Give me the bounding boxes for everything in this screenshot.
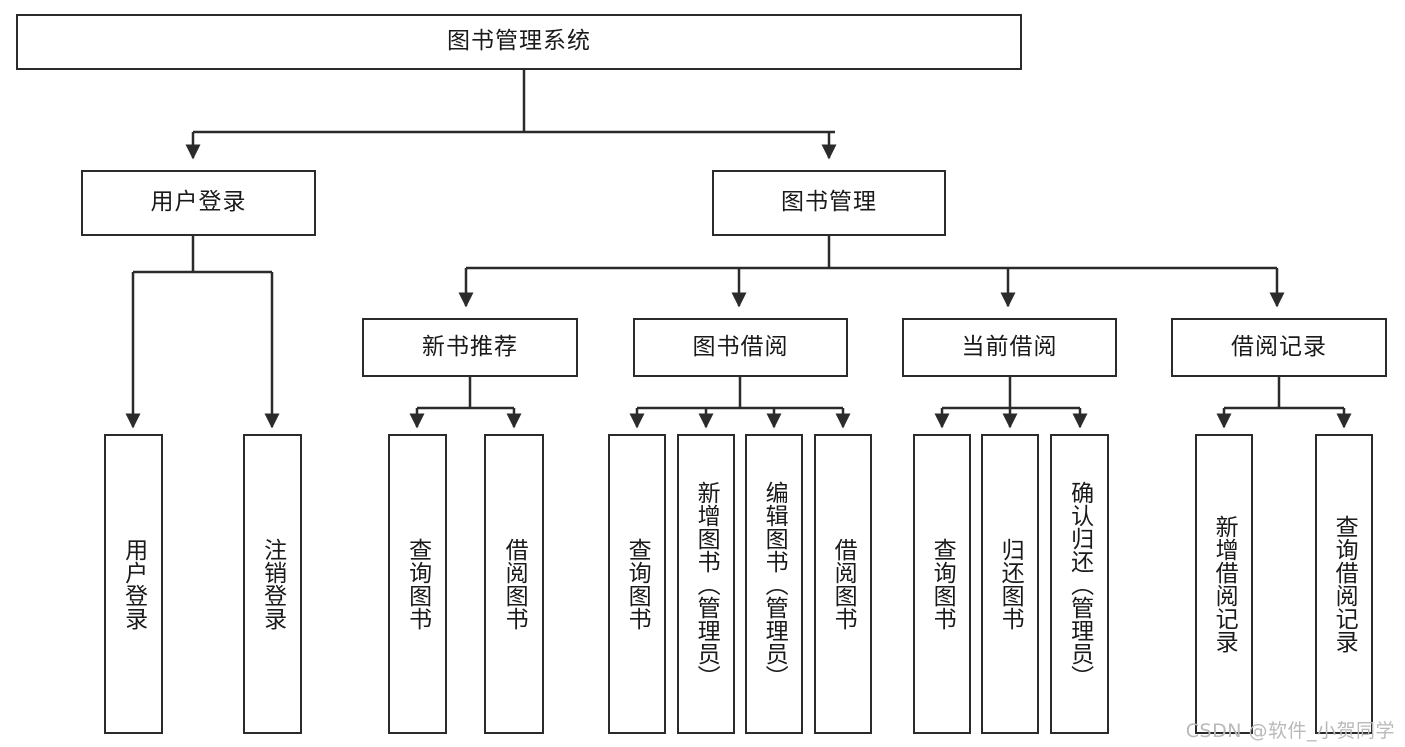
node-label: 查询图书 <box>929 538 956 630</box>
node-label: 新书推荐 <box>422 333 518 360</box>
leaf-add-borrow-record[interactable]: 新增借阅记录 <box>1195 434 1253 734</box>
node-current-borrow[interactable]: 当前借阅 <box>902 318 1117 377</box>
leaf-confirm-return-admin[interactable]: 确认归还（管理员） <box>1050 434 1109 734</box>
node-label: 注销登录 <box>259 538 286 630</box>
leaf-query-book-borrow[interactable]: 查询图书 <box>608 434 666 734</box>
node-label: 新增图书（管理员） <box>693 480 720 688</box>
leaf-borrow-book-recommend[interactable]: 借阅图书 <box>484 434 544 734</box>
node-label: 查询借阅记录 <box>1331 515 1358 653</box>
leaf-edit-book-admin[interactable]: 编辑图书（管理员） <box>745 434 803 734</box>
node-label: 借阅图书 <box>830 538 857 630</box>
node-label: 借阅记录 <box>1231 333 1327 360</box>
node-label: 图书管理系统 <box>447 28 591 55</box>
node-label: 查询图书 <box>624 538 651 630</box>
node-label: 新增借阅记录 <box>1211 515 1238 653</box>
node-label: 借阅图书 <box>501 538 528 630</box>
node-label: 图书借阅 <box>692 333 789 360</box>
node-label: 编辑图书（管理员） <box>761 480 788 688</box>
leaf-query-book-current[interactable]: 查询图书 <box>913 434 971 734</box>
node-label: 查询图书 <box>404 538 431 630</box>
leaf-borrow-book[interactable]: 借阅图书 <box>814 434 872 734</box>
node-book-management[interactable]: 图书管理 <box>712 170 946 236</box>
node-label: 用户登录 <box>150 189 247 216</box>
leaf-query-book-recommend[interactable]: 查询图书 <box>388 434 447 734</box>
leaf-query-borrow-record[interactable]: 查询借阅记录 <box>1315 434 1373 734</box>
node-label: 确认归还（管理员） <box>1066 480 1093 688</box>
node-label: 用户登录 <box>120 538 147 630</box>
node-label: 当前借阅 <box>961 333 1058 360</box>
node-book-borrow[interactable]: 图书借阅 <box>633 318 848 377</box>
node-root-system[interactable]: 图书管理系统 <box>16 14 1022 70</box>
leaf-user-login[interactable]: 用户登录 <box>104 434 163 734</box>
leaf-logout[interactable]: 注销登录 <box>243 434 302 734</box>
node-user-login[interactable]: 用户登录 <box>81 170 316 236</box>
node-label: 图书管理 <box>781 189 877 216</box>
node-new-book-recommend[interactable]: 新书推荐 <box>362 318 578 377</box>
node-borrow-records[interactable]: 借阅记录 <box>1171 318 1387 377</box>
leaf-add-book-admin[interactable]: 新增图书（管理员） <box>677 434 735 734</box>
leaf-return-book[interactable]: 归还图书 <box>981 434 1039 734</box>
node-label: 归还图书 <box>997 538 1024 630</box>
